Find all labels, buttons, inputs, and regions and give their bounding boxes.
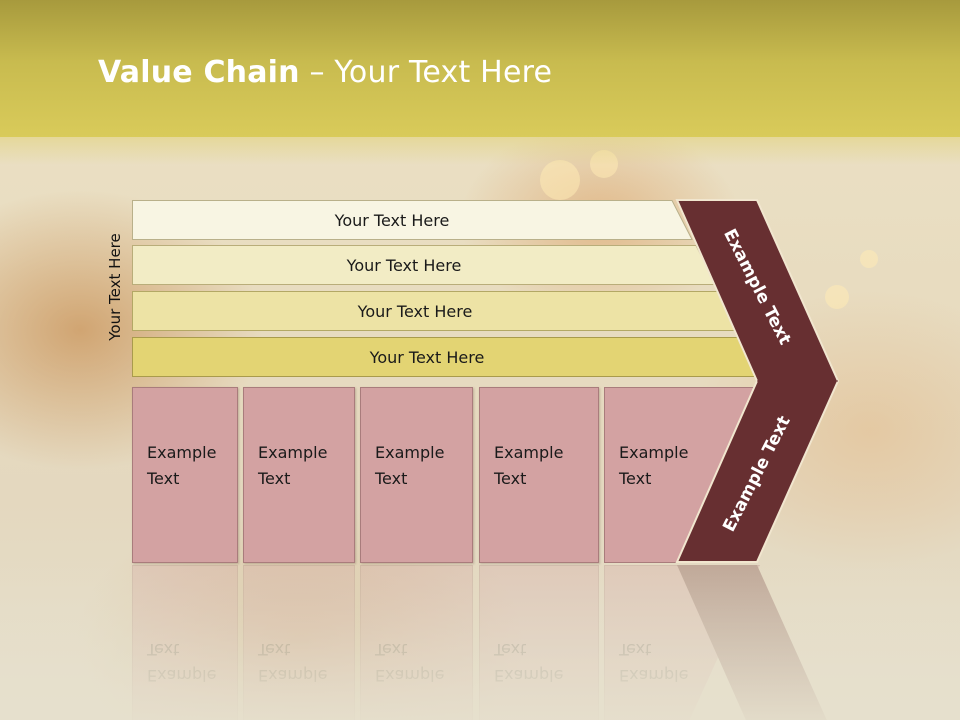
title-band	[0, 0, 960, 137]
box-line-1: Example	[619, 443, 689, 462]
reflected-chevron	[677, 565, 838, 720]
tier-label: Your Text Here	[334, 210, 450, 230]
primary-activity-1[interactable]: Example Text	[132, 387, 238, 563]
slide-title: Value Chain – Your Text Here	[98, 55, 552, 90]
support-tier-3[interactable]: Your Text Here	[132, 291, 738, 331]
side-label-text: Your Text Here	[106, 233, 124, 341]
tier-label: Your Text Here	[369, 347, 485, 367]
title-band-fade	[0, 137, 960, 165]
box-line-1: Example	[147, 443, 217, 462]
reflection: Example Text Example Text Example Text E…	[0, 565, 960, 720]
box-line-2: Text	[258, 469, 291, 488]
box-line-1: Example	[494, 443, 564, 462]
tier-label: Your Text Here	[346, 255, 462, 275]
box-line-1: Example	[375, 443, 445, 462]
box-line-2: Text	[619, 469, 652, 488]
box-line-1: Example	[258, 443, 328, 462]
tier-label: Your Text Here	[357, 301, 473, 321]
slide-title-rest: – Your Text Here	[299, 55, 553, 90]
support-tier-2[interactable]: Your Text Here	[132, 245, 716, 285]
slide-title-bold: Value Chain	[98, 55, 300, 90]
box-line-2: Text	[147, 469, 180, 488]
bokeh-light	[540, 160, 580, 200]
box-line-2: Text	[494, 469, 527, 488]
primary-activity-4[interactable]: Example Text	[479, 387, 599, 563]
bokeh-light	[825, 285, 849, 309]
primary-activity-2[interactable]: Example Text	[243, 387, 355, 563]
support-tier-1[interactable]: Your Text Here	[132, 200, 692, 240]
bokeh-light	[860, 250, 878, 268]
reflection-inner: Example Text Example Text Example Text E…	[0, 565, 960, 720]
primary-activity-3[interactable]: Example Text	[360, 387, 473, 563]
box-line-2: Text	[375, 469, 408, 488]
support-tier-4[interactable]: Your Text Here	[132, 337, 762, 377]
